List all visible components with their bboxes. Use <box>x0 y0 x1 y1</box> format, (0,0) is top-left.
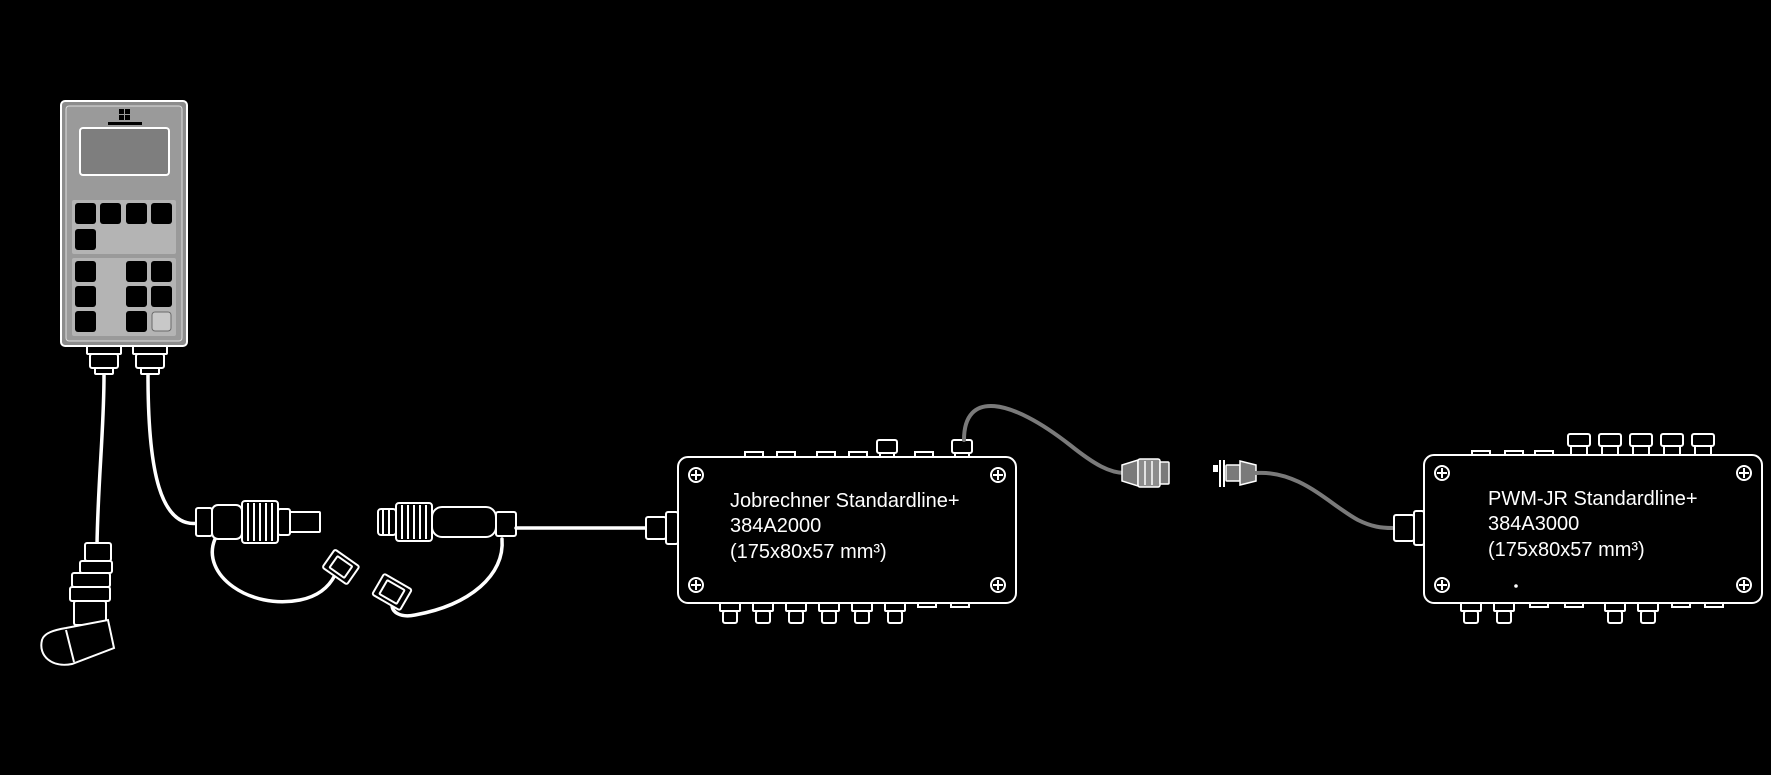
cable-gland-icon <box>1393 510 1425 546</box>
pwm-jr-box: PWM-JR Standardline+ 384A3000 (175x80x57… <box>1423 433 1763 624</box>
connector-icon <box>1121 458 1170 488</box>
screw-icon <box>688 467 704 483</box>
logo-icon <box>108 109 142 125</box>
terminal-icon <box>60 100 188 375</box>
screw-icon <box>1736 465 1752 481</box>
plug-icon <box>40 542 116 666</box>
screw-icon <box>688 577 704 593</box>
keypad-upper <box>75 203 172 250</box>
cable-gland-icon <box>719 602 970 624</box>
cable-gland-icon <box>86 345 122 375</box>
jobrechner-part: 384A2000 <box>730 515 821 537</box>
cable-gland-icon <box>645 511 679 545</box>
connector-icon <box>195 500 360 604</box>
screw-icon <box>1434 577 1450 593</box>
connector-icon <box>371 502 517 618</box>
cable-gland-icon <box>1460 602 1724 624</box>
screw-icon <box>990 577 1006 593</box>
keypad-lower <box>75 261 172 332</box>
plug-icon <box>1213 460 1257 487</box>
screw-icon <box>1434 465 1450 481</box>
screw-icon <box>990 467 1006 483</box>
screw-icon <box>1736 577 1752 593</box>
jobrechner-name: Jobrechner Standardline+ <box>730 490 960 512</box>
cable-gland-icon <box>132 345 168 375</box>
display-screen <box>79 127 170 176</box>
jobrechner-box: Jobrechner Standardline+ 384A2000 (175x8… <box>677 439 1017 624</box>
pwm-jr-part: 384A3000 <box>1488 513 1579 535</box>
jobrechner-dims: (175x80x57 mm³) <box>730 541 887 563</box>
pwm-jr-dims: (175x80x57 mm³) <box>1488 539 1645 561</box>
pwm-jr-name: PWM-JR Standardline+ <box>1488 488 1698 510</box>
